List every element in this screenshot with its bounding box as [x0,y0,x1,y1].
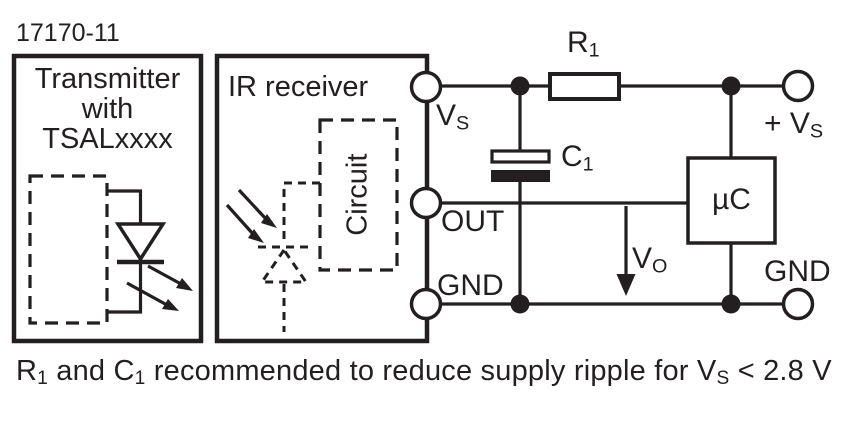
ir-receiver-title: IR receiver [228,71,369,103]
r1-sub: 1 [588,39,600,62]
resistor-r1 [548,72,621,101]
vo-sub: O [652,255,668,278]
transmitter-line3: TSALxxxx [42,123,173,155]
capacitor-c1-bottom-plate [491,170,550,182]
circuit-dashed-box [318,118,399,272]
mcu-box [686,156,777,245]
r1-main: R [567,26,589,59]
capacitor-c1-top-plate [490,149,551,164]
caption-seg3-sub: S [716,368,730,390]
junction-dots [510,76,741,314]
pin-label-vs: VS [436,99,470,135]
gnd-right-label: GND [764,255,831,288]
terminal-gnd [409,287,443,321]
photodiode-light-arrows-icon [225,188,277,243]
caption-seg3: recommended to reduce supply ripple for … [145,355,717,387]
transmitter-line2: with [81,93,134,125]
photodiode-icon [258,181,320,332]
led-wires [107,189,143,314]
c1-label: C1 [561,140,594,176]
caption-seg2-sub: 1 [134,368,146,390]
figure-number: 17170-11 [16,19,120,47]
vcc-label: + VS [764,107,824,143]
terminal-out [409,186,443,220]
caption-seg1-sub: 1 [37,368,48,390]
mcu-label: µC [712,183,751,217]
pin-label-out: OUT [441,205,505,238]
pin-vs-sub: S [456,112,470,135]
caption-seg4: < 2.8 V [729,355,832,387]
circuit-label: Circuit [341,153,374,237]
caption-seg2: and C [48,355,135,387]
vo-main: V [632,242,653,275]
transmitter-box [11,53,204,344]
circuit-label-wrapper: Circuit [320,120,397,270]
c1-main: C [561,140,583,173]
vcc-main: + V [764,107,810,140]
terminal-vs [409,70,443,104]
terminal-gnd-right [781,287,815,321]
c1-sub: 1 [582,153,594,176]
r1-label: R1 [567,26,600,62]
led-emission-arrows-icon [126,264,193,311]
vcc-sub: S [809,120,824,143]
figure-caption: R1 and C1 recommended to reduce supply r… [16,355,832,390]
pin-vs-main: V [436,99,457,132]
transmitter-line1: Transmitter [34,63,181,95]
vo-label: VO [632,242,668,278]
transmitter-driver-dashed-box [28,174,109,325]
pin-label-gnd: GND [437,269,504,302]
terminal-vcc [781,69,815,103]
caption-seg1: R [16,355,38,387]
vo-arrow-icon [616,206,636,296]
led-diode-icon [114,222,167,263]
